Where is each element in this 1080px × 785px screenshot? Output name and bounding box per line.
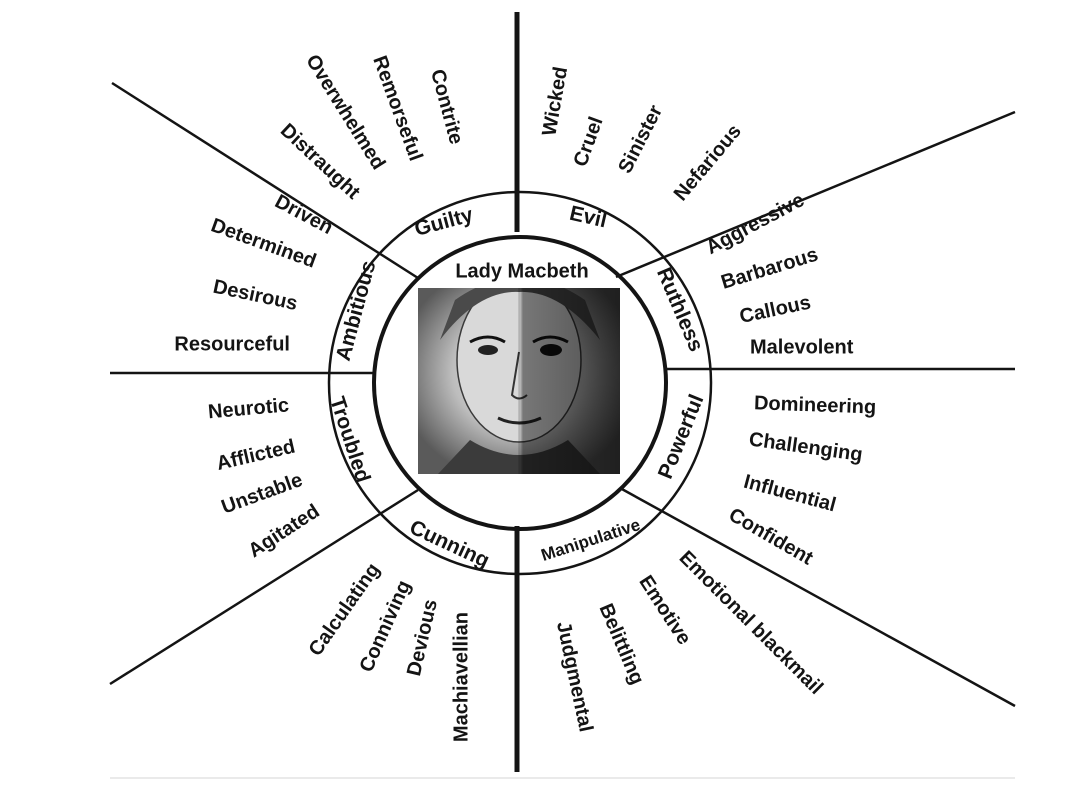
trait-word: Nefarious <box>670 120 746 205</box>
trait-word: Driven <box>271 190 336 239</box>
trait-word: Wicked <box>538 65 572 138</box>
trait-word: Challenging <box>748 428 864 466</box>
trait-word: Neurotic <box>207 394 290 423</box>
trait-word: Devious <box>403 597 442 678</box>
spoke-lines <box>109 12 1016 772</box>
category-label-evil: Evil <box>567 202 609 233</box>
trait-word: Domineering <box>754 392 877 418</box>
trait-word: Desirous <box>211 276 299 315</box>
trait-word: Resourceful <box>174 333 290 355</box>
trait-word: Judgmental <box>552 620 597 734</box>
category-label-ambitious: Ambitious <box>332 258 381 363</box>
center-title: Lady Macbeth <box>455 260 588 282</box>
trait-word: Contrite <box>426 67 467 147</box>
portrait-image <box>418 288 620 474</box>
trait-word: Agitated <box>245 500 324 562</box>
trait-word: Cruel <box>570 114 608 170</box>
trait-word: Confident <box>725 504 817 570</box>
trait-word: Barbarous <box>719 244 821 294</box>
spoke-lower-right <box>619 486 1016 708</box>
trait-word: Sinister <box>614 101 667 177</box>
trait-word: Emotional blackmail <box>675 547 827 699</box>
inner-ring <box>372 235 668 531</box>
trait-word: Unstable <box>219 469 306 519</box>
trait-word: Aggressive <box>702 189 808 259</box>
spoke-upper-left <box>111 81 419 280</box>
trait-word: Machiavellian <box>450 612 472 742</box>
trait-word: Belittling <box>595 600 649 687</box>
category-label-powerful: Powerful <box>654 391 709 482</box>
category-label-troubled: Troubled <box>325 394 374 485</box>
spoke-lower-left <box>109 488 419 686</box>
outer-ring <box>327 190 713 576</box>
trait-word: Emotive <box>634 572 695 649</box>
trait-word: Afflicted <box>214 436 297 475</box>
trait-word: Callous <box>738 292 813 329</box>
trait-word: Malevolent <box>750 336 854 358</box>
trait-word: Influential <box>741 471 838 517</box>
spoke-upper-right <box>615 110 1016 279</box>
